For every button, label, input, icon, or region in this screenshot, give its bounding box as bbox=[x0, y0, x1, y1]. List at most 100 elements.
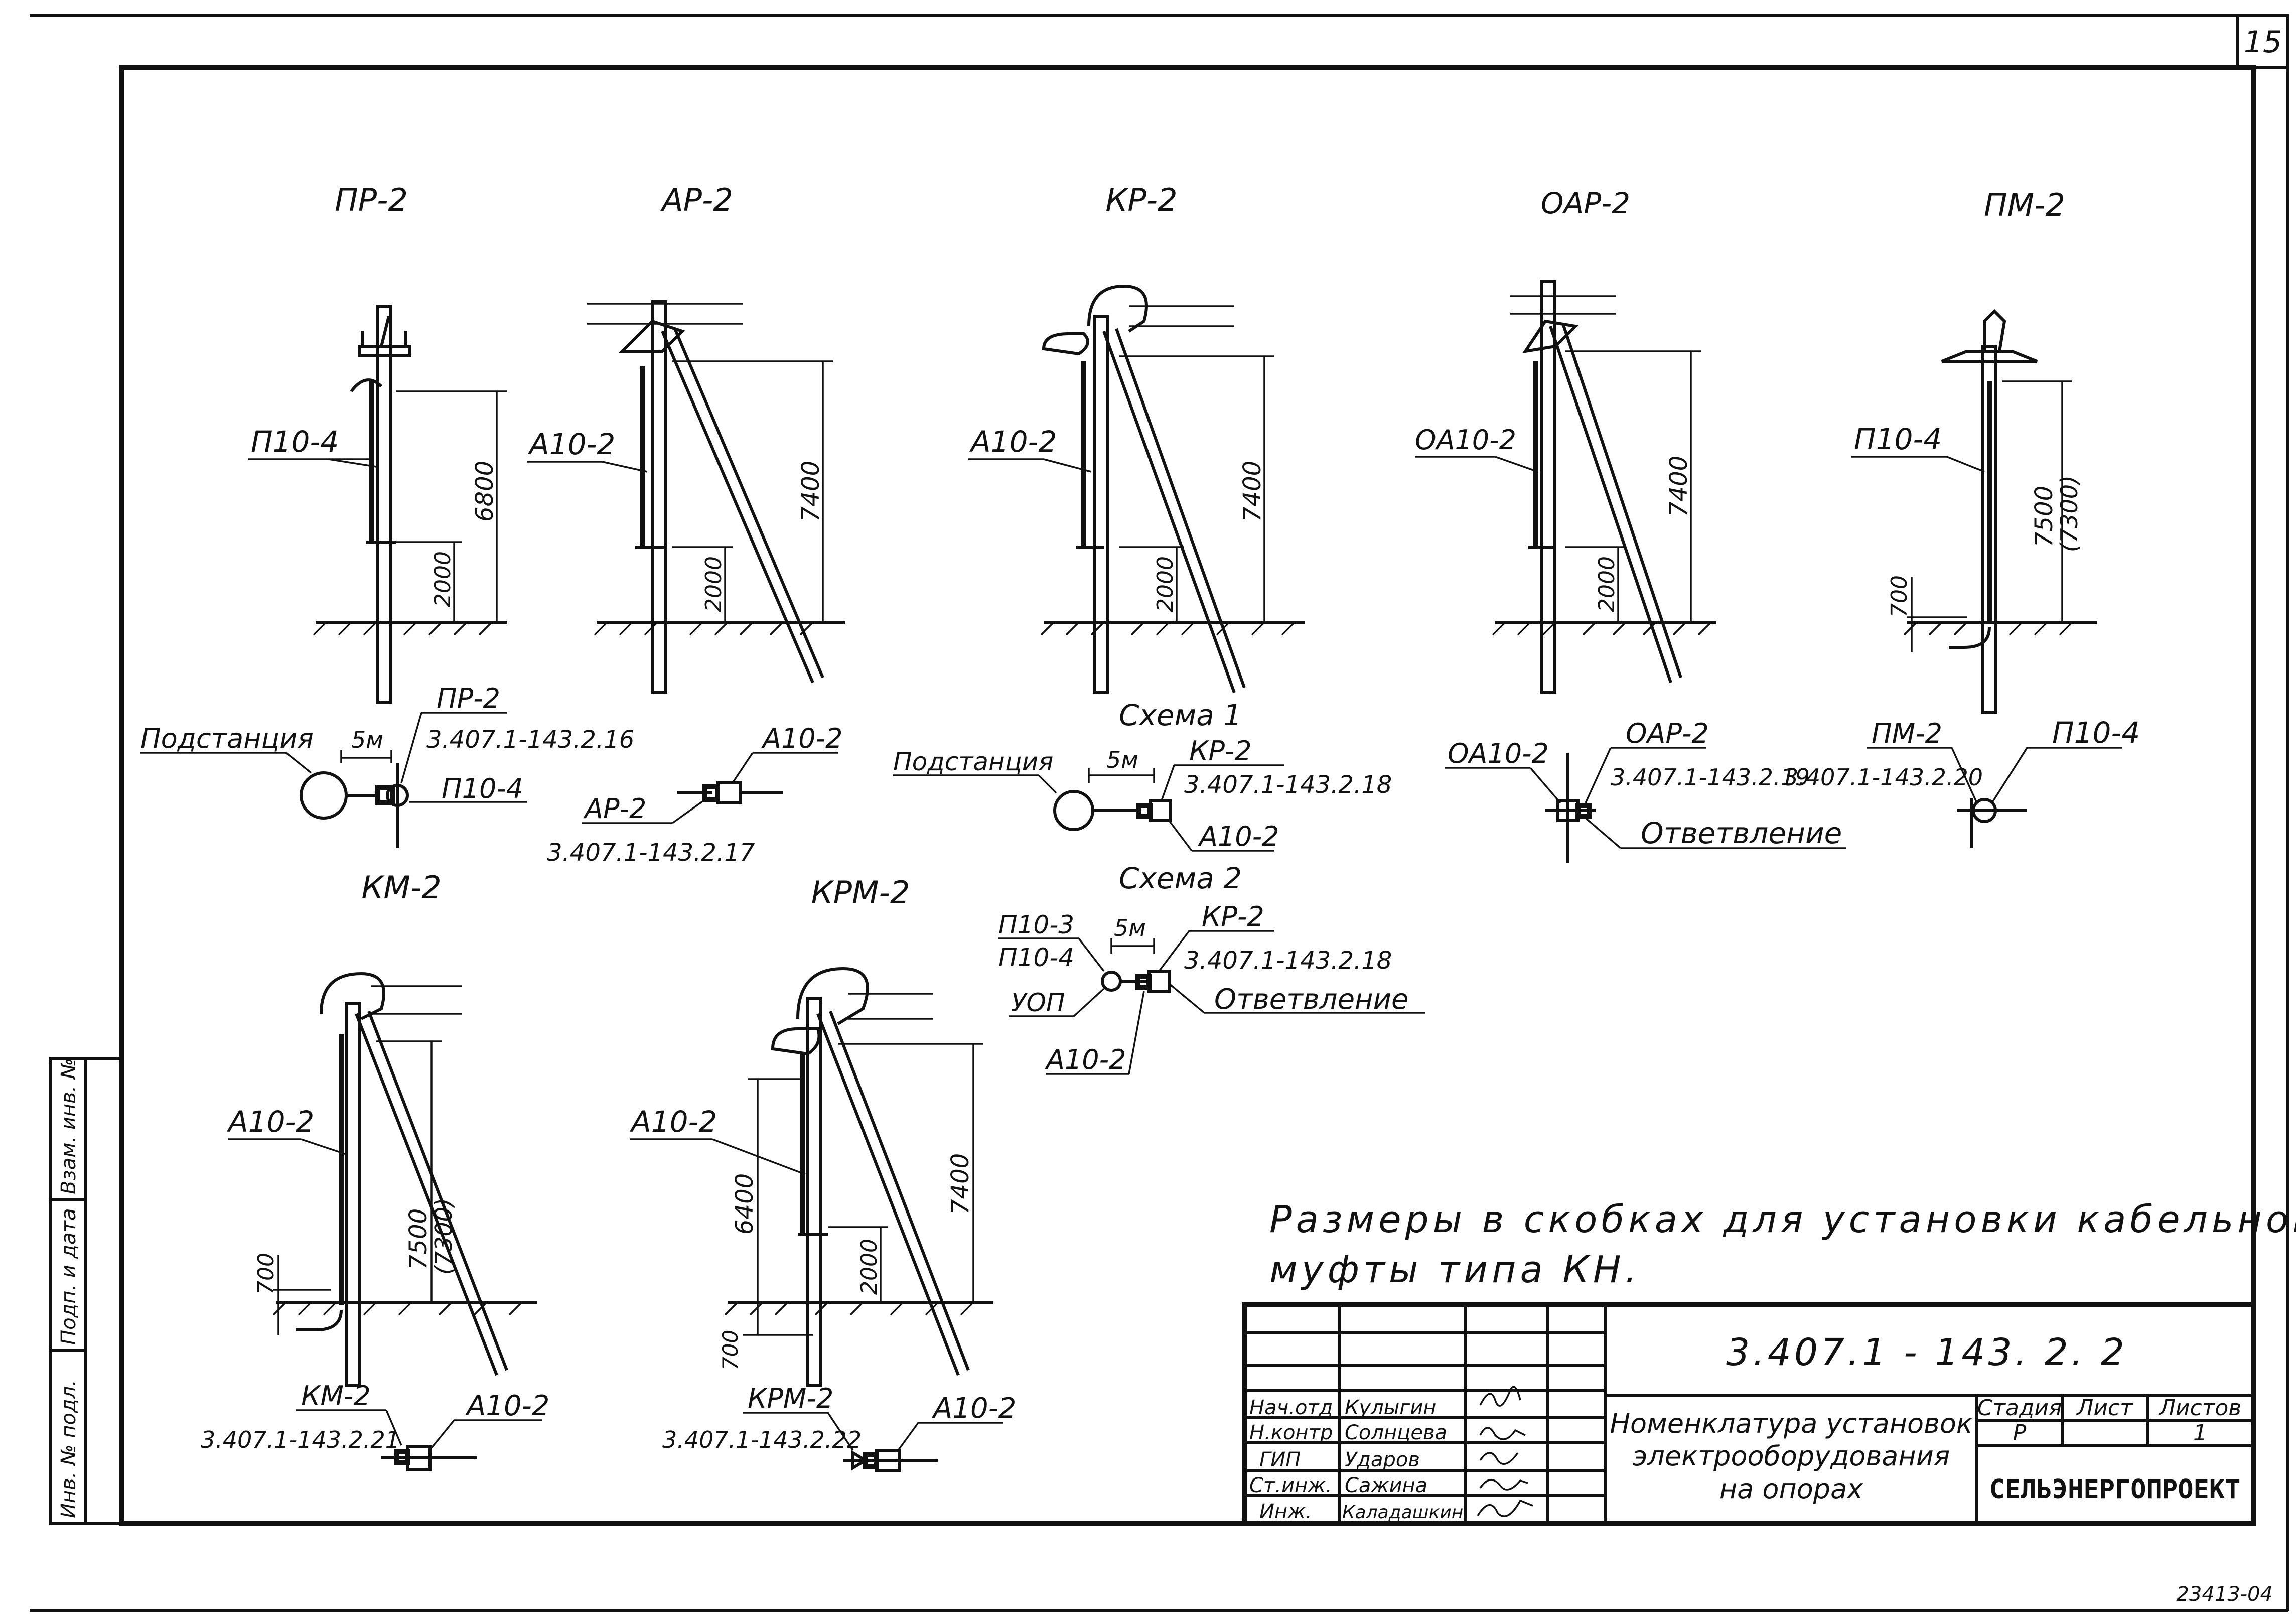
ref-code: КМ-2 bbox=[301, 1380, 371, 1412]
signature-5 bbox=[1477, 1499, 1533, 1517]
dim-base: 700 bbox=[718, 1330, 743, 1370]
title-name-line1: Номенклатура установок bbox=[1610, 1408, 1972, 1439]
sheets-label: Листов bbox=[2158, 1395, 2241, 1421]
support-krm2: КРМ-2 7400 6400 2000 700 А10-2 bbox=[629, 874, 993, 1387]
name-3: Ударов bbox=[1345, 1448, 1420, 1471]
pole bbox=[345, 1002, 361, 1387]
support-kr2: КР-2 7400 2000 А10-2 bbox=[968, 182, 1305, 694]
dim-low: 700 bbox=[253, 1253, 279, 1295]
strut bbox=[1549, 326, 1672, 683]
name-1: Кулыгин bbox=[1345, 1396, 1436, 1419]
plan-part: А10-2 bbox=[1198, 821, 1279, 852]
sheet-label: Лист bbox=[2076, 1395, 2133, 1421]
plan-part: А10-2 bbox=[465, 1390, 549, 1422]
plan-pm2: ПМ-2 3.407.1-143.2.20 П10-4 bbox=[1784, 716, 2140, 848]
cable-head bbox=[796, 967, 869, 1025]
dim-low: 700 bbox=[1887, 575, 1912, 617]
plan-part: А10-2 bbox=[932, 1392, 1016, 1425]
dim-low: 2000 bbox=[430, 551, 456, 607]
substation-circle bbox=[1053, 790, 1094, 831]
crossarm bbox=[1941, 350, 2038, 363]
title-block: 3.407.1 - 143. 2. 2 Номенклатура установ… bbox=[1242, 1302, 2256, 1526]
dim-main: 7400 bbox=[946, 1153, 974, 1215]
name-5: Каладашкин bbox=[1342, 1502, 1463, 1523]
uop-label: УОП bbox=[1011, 988, 1065, 1017]
title-name-line2: электрооборудования bbox=[1633, 1440, 1950, 1472]
page-number-box: 15 bbox=[2236, 14, 2289, 69]
ref-code: КРМ-2 bbox=[748, 1383, 833, 1414]
drawing-frame bbox=[119, 65, 2256, 1526]
strut bbox=[1102, 330, 1236, 694]
archive-number: 23413-04 bbox=[2176, 1583, 2273, 1606]
scheme-title: Схема 2 bbox=[1119, 861, 1242, 895]
plan-ar2: А10-2 АР-2 3.407.1-143.2.17 bbox=[547, 723, 843, 867]
part-label: ОА10-2 bbox=[1415, 424, 1516, 456]
ref-code: КР-2 bbox=[1189, 735, 1252, 767]
role-4: Ст.инж. bbox=[1249, 1474, 1332, 1497]
cable-loop bbox=[350, 378, 383, 392]
part-label: А10-2 bbox=[527, 427, 615, 461]
support-km2: КМ-2 7500 (7300) 700 А10-2 bbox=[226, 869, 537, 1387]
distance-label: 5м bbox=[1114, 914, 1146, 941]
organization: СЕЛЬЭНЕРГОПРОЕКТ bbox=[1989, 1474, 2241, 1505]
branch-label: Ответвление bbox=[1214, 983, 1409, 1016]
cable-head bbox=[1087, 284, 1148, 333]
crossarm bbox=[358, 345, 411, 357]
support-title: ОАР-2 bbox=[1541, 186, 1630, 220]
part-label: П10-4 bbox=[1854, 422, 1942, 456]
plan-scheme1: Схема 1 Подстанция 5м КР-2 3.407.1-143.2… bbox=[893, 698, 1392, 852]
plan-part: А10-2 bbox=[1045, 1044, 1126, 1075]
support-title: АР-2 bbox=[660, 182, 733, 218]
dim-low: 2000 bbox=[1594, 556, 1620, 612]
cable-head bbox=[320, 972, 385, 1020]
stamp-inv-podl: Инв. № подл. bbox=[57, 1380, 80, 1518]
doc-ref: 3.407.1-143.2.21 bbox=[201, 1426, 400, 1453]
pole bbox=[651, 300, 667, 694]
part-label: П10-4 bbox=[251, 425, 339, 459]
ref-code: ПР-2 bbox=[437, 683, 500, 714]
dim-main: 7400 bbox=[1665, 456, 1693, 517]
dim-main: 6800 bbox=[471, 461, 499, 522]
stage-value: Р bbox=[2013, 1420, 2027, 1446]
plan-part: ОА10-2 bbox=[1448, 738, 1549, 769]
signature-4 bbox=[1479, 1479, 1528, 1491]
role-3: ГИП bbox=[1259, 1448, 1301, 1471]
doc-ref: 3.407.1-143.2.16 bbox=[426, 726, 634, 754]
part-top: П10-3 bbox=[998, 910, 1074, 939]
support-title: КМ-2 bbox=[361, 869, 441, 906]
dim-low: 2000 bbox=[701, 556, 727, 612]
support-title: КРМ-2 bbox=[811, 874, 910, 911]
crossarm bbox=[618, 319, 685, 353]
doc-ref: 3.407.1-143.2.19 bbox=[1611, 764, 1810, 791]
signature-1 bbox=[1479, 1386, 1521, 1407]
side-stamp: Инв. № подл. Подп. и дата Взам. инв. № bbox=[49, 1057, 123, 1525]
distance-label: 5м bbox=[1106, 746, 1138, 773]
role-5: Инж. bbox=[1259, 1500, 1312, 1523]
support-oar2: ОАР-2 7400 2000 ОА10-2 bbox=[1415, 186, 1716, 694]
title-name-line3: на опорах bbox=[1719, 1473, 1863, 1505]
signature-2 bbox=[1479, 1427, 1526, 1440]
name-4: Сажина bbox=[1345, 1474, 1427, 1497]
dim-main-alt: (7300) bbox=[2056, 475, 2083, 552]
ref-code: ОАР-2 bbox=[1626, 718, 1709, 749]
stage-label: Стадия bbox=[1977, 1395, 2062, 1421]
plan-km2: КМ-2 3.407.1-143.2.21 А10-2 bbox=[201, 1380, 549, 1471]
stamp-vzam-inv: Взам. инв. № bbox=[57, 1058, 80, 1194]
support-title: ПР-2 bbox=[335, 182, 408, 218]
strut bbox=[661, 330, 814, 684]
note-line2: муфты типа КН. bbox=[1269, 1248, 1641, 1291]
support-title: КР-2 bbox=[1105, 182, 1177, 218]
dim-main: 7400 bbox=[1238, 461, 1266, 522]
ref-code: АР-2 bbox=[583, 793, 646, 825]
role-2: Н.контр bbox=[1249, 1421, 1333, 1444]
plan-scheme2: Схема 2 П10-3 П10-4 5м КР-2 3.407.1-143.… bbox=[998, 861, 1425, 1075]
pole bbox=[1540, 280, 1556, 694]
dim-upper: 6400 bbox=[731, 1173, 759, 1235]
support-title: ПМ-2 bbox=[1984, 187, 2065, 223]
support-pm2: ПМ-2 7500 (7300) 700 П10-4 bbox=[1851, 187, 2097, 714]
plan-krm2: КРМ-2 3.407.1-143.2.22 А10-2 bbox=[662, 1383, 1016, 1472]
doc-ref: 3.407.1-143.2.22 bbox=[662, 1426, 862, 1453]
plan-part: П10-4 bbox=[2052, 716, 2140, 750]
doc-ref: 3.407.1-143.2.18 bbox=[1184, 771, 1392, 799]
